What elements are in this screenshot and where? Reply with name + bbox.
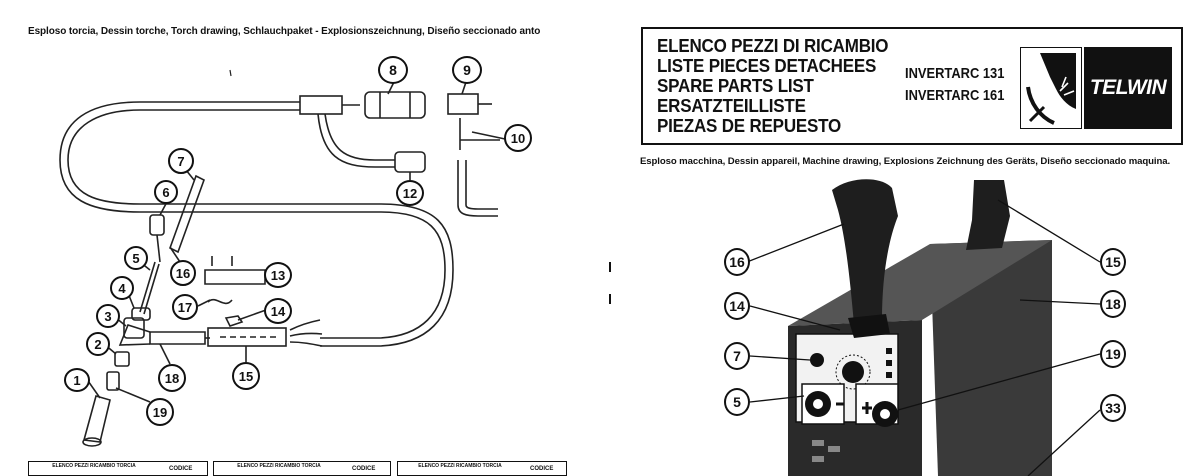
callout-17: 17 bbox=[172, 294, 198, 320]
parts-table-1-header: ELENCO PEZZI RICAMBIO TORCIA bbox=[52, 463, 136, 469]
callout-4: 4 bbox=[110, 276, 134, 300]
callout-9: 9 bbox=[452, 56, 482, 84]
callout-2: 2 bbox=[86, 332, 110, 356]
title-line-fr: LISTE PIECES DETACHEES bbox=[657, 55, 877, 77]
callout-19-machine: 19 bbox=[1100, 340, 1126, 368]
title-line-de: ERSATZTEILLISTE bbox=[657, 95, 806, 117]
callout-3: 3 bbox=[96, 304, 120, 328]
parts-table-3-header: ELENCO PEZZI RICAMBIO TORCIA bbox=[418, 463, 502, 469]
spare-parts-header: ELENCO PEZZI DI RICAMBIO LISTE PIECES DE… bbox=[641, 27, 1183, 145]
parts-table-2: ELENCO PEZZI RICAMBIO TORCIA CODICE bbox=[213, 461, 391, 476]
callout-16-machine: 16 bbox=[724, 248, 750, 276]
callout-15-machine: 15 bbox=[1100, 248, 1126, 276]
parts-table-1-code: CODICE bbox=[169, 466, 193, 472]
callout-14-machine: 14 bbox=[724, 292, 750, 320]
brand-wordmark: TELWIN bbox=[1084, 47, 1172, 129]
callout-13: 13 bbox=[264, 262, 292, 288]
callout-33-machine: 33 bbox=[1100, 394, 1126, 422]
parts-table-3: ELENCO PEZZI RICAMBIO TORCIA CODICE bbox=[397, 461, 567, 476]
callout-14: 14 bbox=[264, 298, 292, 324]
model-131: INVERTARC 131 bbox=[905, 65, 1005, 82]
callout-10: 10 bbox=[504, 124, 532, 152]
machine-exploded-drawing bbox=[746, 179, 1101, 476]
parts-table-3-code: CODICE bbox=[530, 466, 554, 472]
parts-table-2-header: ELENCO PEZZI RICAMBIO TORCIA bbox=[237, 463, 321, 469]
callout-12: 12 bbox=[396, 180, 424, 206]
callout-18: 18 bbox=[158, 364, 186, 392]
callout-5-machine: 5 bbox=[724, 388, 750, 416]
callout-7-machine: 7 bbox=[724, 342, 750, 370]
callout-19: 19 bbox=[146, 398, 174, 426]
title-line-es: PIEZAS DE REPUESTO bbox=[657, 115, 842, 137]
parts-table-2-code: CODICE bbox=[352, 466, 376, 472]
title-line-en: SPARE PARTS LIST bbox=[657, 75, 814, 97]
title-line-it: ELENCO PEZZI DI RICAMBIO bbox=[657, 35, 889, 57]
callout-16: 16 bbox=[170, 260, 196, 286]
machine-drawing-caption: Esploso macchina, Dessin appareil, Machi… bbox=[640, 156, 1171, 167]
welder-mark-icon bbox=[1020, 47, 1082, 129]
callout-18-machine: 18 bbox=[1100, 290, 1126, 318]
gutter-mark bbox=[609, 262, 611, 272]
callout-8: 8 bbox=[378, 56, 408, 84]
torch-drawing-caption: Esploso torcia, Dessin torche, Torch dra… bbox=[28, 26, 540, 37]
callout-7: 7 bbox=[168, 148, 194, 174]
callout-6: 6 bbox=[154, 180, 178, 204]
callout-1: 1 bbox=[64, 368, 90, 392]
torch-exploded-drawing bbox=[59, 69, 506, 447]
callout-15: 15 bbox=[232, 362, 260, 390]
parts-table-1: ELENCO PEZZI RICAMBIO TORCIA CODICE bbox=[28, 461, 208, 476]
gutter-mark bbox=[609, 294, 611, 304]
telwin-logo: TELWIN bbox=[1020, 47, 1174, 129]
model-161: INVERTARC 161 bbox=[905, 87, 1005, 104]
callout-5: 5 bbox=[124, 246, 148, 270]
